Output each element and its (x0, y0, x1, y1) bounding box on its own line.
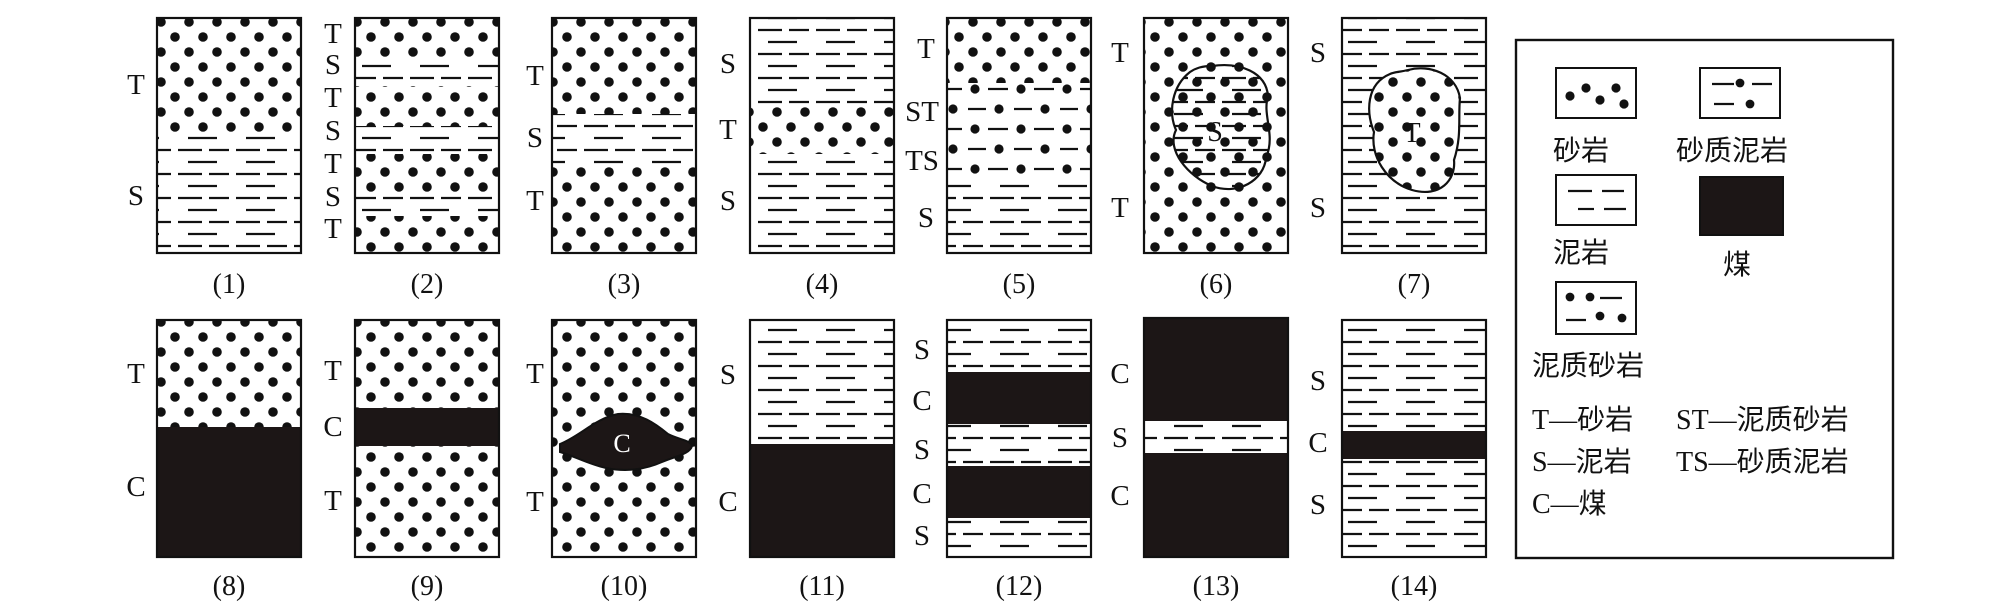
legend-muddy-sandstone-label: 泥质砂岩 (1532, 350, 1644, 382)
label-col5-1: T (917, 33, 935, 65)
legend-abbr-s: S—泥岩 (1532, 446, 1632, 478)
label-col1-1: T (127, 69, 145, 101)
legend-sandy-mudstone-label: 砂质泥岩 (1676, 135, 1788, 167)
legend-mudstone-swatch (1555, 174, 1637, 226)
column-12 (945, 318, 1093, 559)
caption-2: (2) (411, 269, 444, 300)
caption-3: (3) (608, 269, 641, 300)
legend-abbr-st: ST—泥质砂岩 (1676, 404, 1849, 436)
label-col3-3: T (526, 185, 544, 217)
label-col14-3: S (1310, 489, 1326, 521)
label-col9-1: T (324, 355, 342, 387)
label-col13-3: C (1110, 480, 1129, 512)
label-col4-2: T (719, 114, 737, 146)
caption-9: (9) (411, 571, 444, 602)
inset-label-col10: C (613, 429, 630, 458)
column-4 (748, 16, 896, 255)
label-col9-2: C (323, 411, 342, 443)
label-col2-7: T (324, 213, 342, 245)
column-8 (155, 318, 303, 559)
column-9 (353, 318, 501, 559)
label-col13-1: C (1110, 358, 1129, 390)
label-col6-2: T (1111, 192, 1129, 224)
label-col12-1: S (914, 334, 930, 366)
caption-14: (14) (1391, 571, 1438, 602)
caption-12: (12) (996, 571, 1043, 602)
legend-sandstone-swatch (1555, 67, 1637, 119)
caption-8: (8) (213, 571, 246, 602)
side-labels: T S T S T S T S T T S T S T S T ST TS S … (126, 18, 1327, 552)
label-col14-1: S (1310, 365, 1326, 397)
label-col12-5: S (914, 520, 930, 552)
column-14 (1340, 318, 1488, 559)
column-3 (550, 16, 698, 255)
label-col2-6: S (325, 181, 341, 213)
column-2 (353, 16, 501, 255)
label-col14-2: C (1308, 427, 1327, 459)
legend-abbr-c: C—煤 (1532, 488, 1607, 520)
column-13 (1142, 316, 1290, 559)
label-col4-3: S (720, 185, 736, 217)
caption-11: (11) (799, 571, 845, 602)
captions: (1) (2) (3) (4) (5) (6) (7) (8) (9) (10)… (213, 269, 1438, 602)
legend-sandy-mudstone-swatch (1699, 67, 1781, 119)
legend-muddy-sandstone-swatch (1555, 281, 1637, 335)
column-1 (155, 16, 303, 255)
column-10 (550, 318, 698, 559)
legend-coal-swatch (1699, 176, 1784, 236)
sandstone-lens (1368, 67, 1462, 193)
label-col12-3: S (914, 434, 930, 466)
label-col2-4: S (325, 115, 341, 147)
inset-label-col7: T (1403, 118, 1420, 149)
label-col5-3: TS (905, 145, 939, 177)
label-col12-2: C (912, 385, 931, 417)
legend-coal-label: 煤 (1723, 249, 1751, 281)
label-col11-2: C (718, 486, 737, 518)
inset-label-col6: S (1207, 117, 1223, 148)
label-col2-2: S (325, 49, 341, 81)
label-col2-3: T (324, 82, 342, 114)
coal-lens (559, 412, 694, 471)
caption-6: (6) (1200, 269, 1233, 300)
column-7 (1340, 16, 1488, 255)
column-11 (748, 318, 896, 559)
label-col11-1: S (720, 359, 736, 391)
label-col1-2: S (128, 180, 144, 212)
legend-sandstone-label: 砂岩 (1553, 135, 1609, 167)
column-5 (945, 16, 1093, 255)
legend: 砂岩 砂质泥岩 泥岩 煤 泥质砂岩 T—砂岩 ST—泥质砂岩 S—泥岩 TS—砂… (1514, 38, 1895, 560)
label-col7-2: S (1310, 192, 1326, 224)
label-col8-1: T (127, 358, 145, 390)
caption-1: (1) (213, 269, 246, 300)
label-col3-1: T (526, 60, 544, 92)
label-col10-1: T (526, 358, 544, 390)
label-col2-5: T (324, 148, 342, 180)
label-col7-1: S (1310, 37, 1326, 69)
caption-7: (7) (1398, 269, 1431, 300)
legend-abbr-t: T—砂岩 (1532, 404, 1633, 436)
label-col12-4: C (912, 478, 931, 510)
label-col9-3: T (324, 485, 342, 517)
legend-abbr-ts: TS—砂质泥岩 (1676, 446, 1849, 478)
label-col8-2: C (126, 471, 145, 503)
caption-13: (13) (1193, 571, 1240, 602)
caption-10: (10) (601, 571, 648, 602)
label-col3-2: S (527, 122, 543, 154)
mudstone-lens (1170, 64, 1271, 191)
legend-frame (1514, 38, 1895, 560)
label-col13-2: S (1112, 422, 1128, 454)
caption-4: (4) (806, 269, 839, 300)
label-col5-4: S (918, 202, 934, 234)
label-col10-2: T (526, 486, 544, 518)
caption-5: (5) (1003, 269, 1036, 300)
column-6 (1142, 16, 1290, 255)
legend-mudstone-label: 泥岩 (1553, 237, 1609, 269)
label-col5-2: ST (905, 96, 939, 128)
label-col6-1: T (1111, 37, 1129, 69)
label-col4-1: S (720, 48, 736, 80)
label-col2-1: T (324, 18, 342, 50)
